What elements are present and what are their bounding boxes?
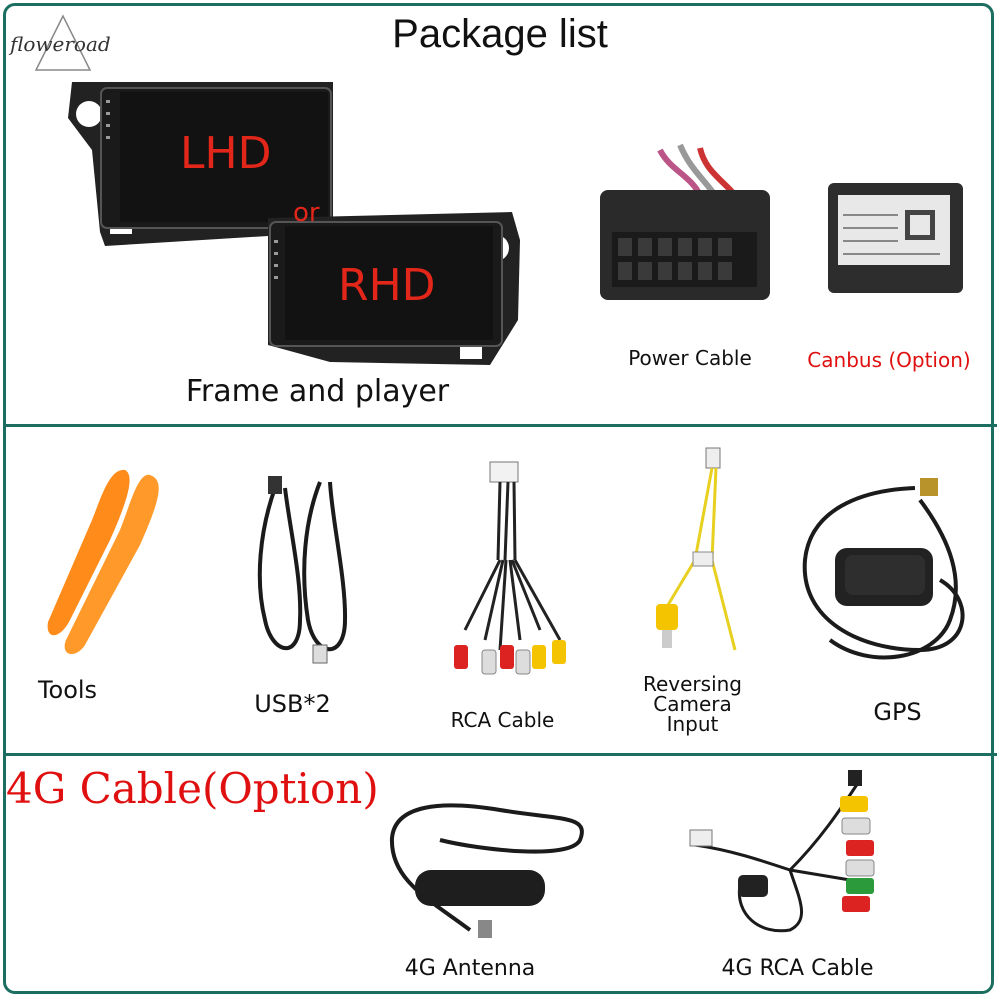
reversing-label-line2: Camera [653,692,732,716]
power-cable-label: Power Cable [628,346,752,370]
gps-label: GPS [873,698,922,726]
lhd-label: LHD [180,128,272,179]
rhd-label: RHD [338,260,436,311]
power-cable-image [600,143,770,300]
rhd-player-image [268,212,520,365]
player-caption: Frame and player [185,374,450,409]
brand-logo: floweroad [8,14,118,74]
4g-section-heading: 4G Cable(Option) [6,764,379,813]
4g-antenna-label: 4G Antenna [404,956,536,981]
rca-cable-label: RCA Cable [450,708,555,732]
tools-label: Tools [37,676,98,704]
usb-label: USB*2 [254,690,331,718]
page-title: Package list [392,12,608,56]
outer-border [3,3,994,994]
reversing-label-line1: Reversing [642,672,742,696]
logo-triangle-icon [34,14,92,71]
canbus-label: Canbus (Option) [807,348,971,372]
or-label: or [293,198,320,228]
4g-rca-cable-label: 4G RCA Cable [721,956,874,981]
canbus-image [828,183,963,293]
reversing-label-line3: Input [666,712,719,736]
brand-name: floweroad [10,32,111,56]
lhd-player-image [68,82,333,246]
section-divider-1 [3,424,997,427]
section-divider-2 [3,753,997,756]
